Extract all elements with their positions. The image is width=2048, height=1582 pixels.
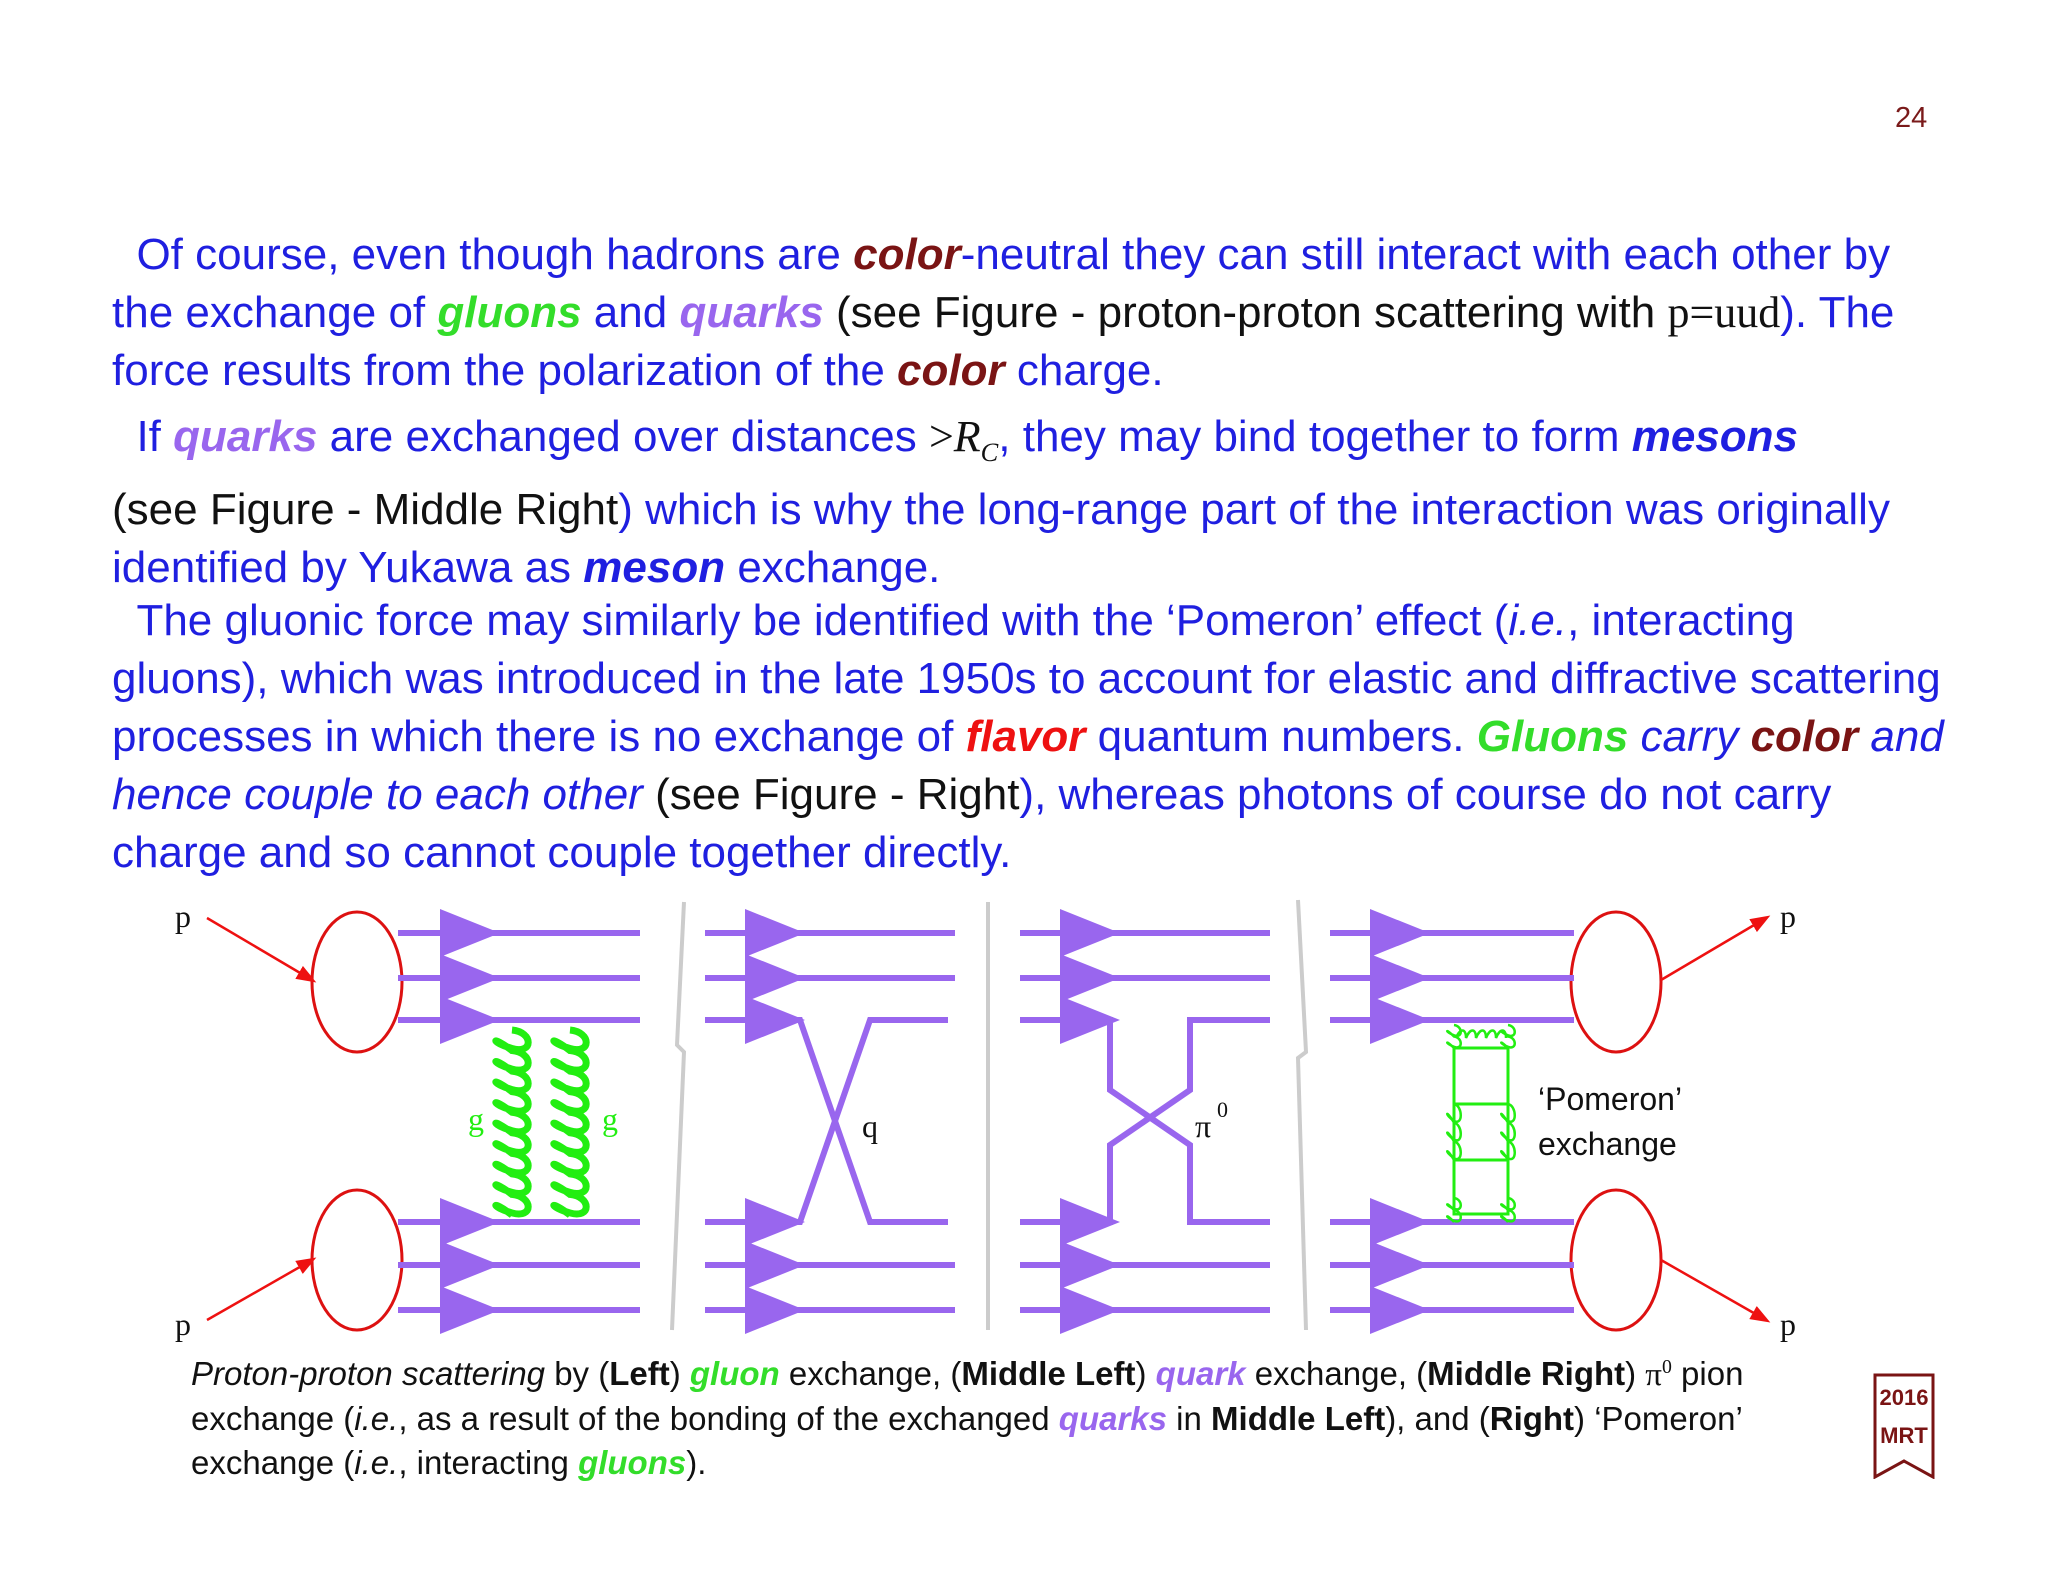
caption-text: Proton-proton scattering [191,1355,546,1392]
keyword-flavor: flavor [965,712,1086,761]
caption-quarks: quarks [1058,1400,1167,1437]
text: , interacting gluons), which was introdu… [112,596,1941,761]
text: The gluonic force may similarly be ident… [136,596,1509,645]
pomeron-spring [1500,1023,1516,1049]
figure-caption: Proton-proton scattering by (Left) gluon… [191,1355,1744,1481]
text-ie: i.e. [1508,596,1568,645]
paragraph-3: The gluonic force may similarly be ident… [112,592,1952,882]
text: ) which is why the long-range part of th… [112,484,1890,592]
pomeron-spring [1500,1196,1516,1223]
text: (see Figure - proton-proton scattering w… [823,288,1668,337]
pomeron-ladder [1452,1046,1510,1216]
label-g: g [602,1101,618,1137]
gluon-spring-2 [550,1026,590,1218]
label-q: q [862,1108,878,1144]
formula-proton: p=uud [1667,288,1781,337]
caption-gluon: gluon [689,1355,780,1392]
keyword-color: color [897,346,1005,395]
text: , they may bind together to form [998,412,1632,461]
keyword-quarks: quarks [173,412,318,461]
proton-arrows [206,915,1771,1323]
pomeron-spring [1446,1196,1462,1223]
caption-gluons: gluons [578,1444,687,1481]
text: and [581,288,680,337]
page-number: 24 [1895,102,1928,134]
formula-rc: >RC [928,412,999,467]
mrt-badge-logo: 2016 MRT [1873,1373,1935,1479]
text: Of course, even though hadrons are [136,230,854,279]
keyword-quarks: quarks [679,288,824,337]
text: (see Figure - Right [642,770,1020,819]
keyword-color: color [1750,712,1859,761]
text: and hence couple to each other [112,712,1944,819]
keyword-color: color [853,230,961,279]
paragraph-1: Of course, even though hadrons are color… [112,226,1952,400]
label-p: p [175,1306,191,1342]
label-exchange: exchange [1538,1126,1677,1162]
paragraph-2: If quarks are exchanged over distances >… [112,408,1952,597]
text: charge. [1004,346,1164,395]
label-p: p [1780,1306,1796,1342]
keyword-meson: meson [583,542,726,592]
pomeron-spring [1454,1029,1508,1039]
label-pomeron: ‘Pomeron’ [1538,1081,1682,1117]
label-p: p [1780,898,1796,934]
keyword-gluons: gluons [437,288,582,337]
text: quantum numbers. [1085,712,1477,761]
keyword-mesons: mesons [1631,412,1798,461]
label-pi: π [1195,1108,1211,1144]
pomeron-spring [1446,1102,1462,1161]
label-pi-superscript: 0 [1217,1097,1228,1122]
label-g: g [468,1101,484,1137]
badge-initials: MRT [1880,1423,1928,1448]
gluon-spring-1 [492,1026,532,1218]
pomeron-gluon-springs [1446,1023,1516,1223]
panel-dividers [670,899,1309,1331]
label-p: p [175,898,191,934]
gluon-springs [492,1026,590,1218]
quark-lines [398,909,1574,1334]
pomeron-spring [1500,1102,1516,1161]
text: carry [1628,712,1751,761]
text: ), whereas photons of course do not carr… [112,770,1832,877]
text: exchange. [725,542,941,592]
caption-quark: quark [1155,1355,1246,1392]
text: (see Figure - Middle Right [112,484,619,534]
text: are exchanged over distances [317,412,929,461]
pomeron-spring [1446,1023,1462,1049]
text: -neutral they can still interact with ea… [112,230,1891,337]
text: ). The force results from the polarizati… [112,288,1895,395]
text: If [136,412,174,461]
badge-year: 2016 [1880,1385,1929,1410]
keyword-gluons: Gluons [1476,712,1629,761]
